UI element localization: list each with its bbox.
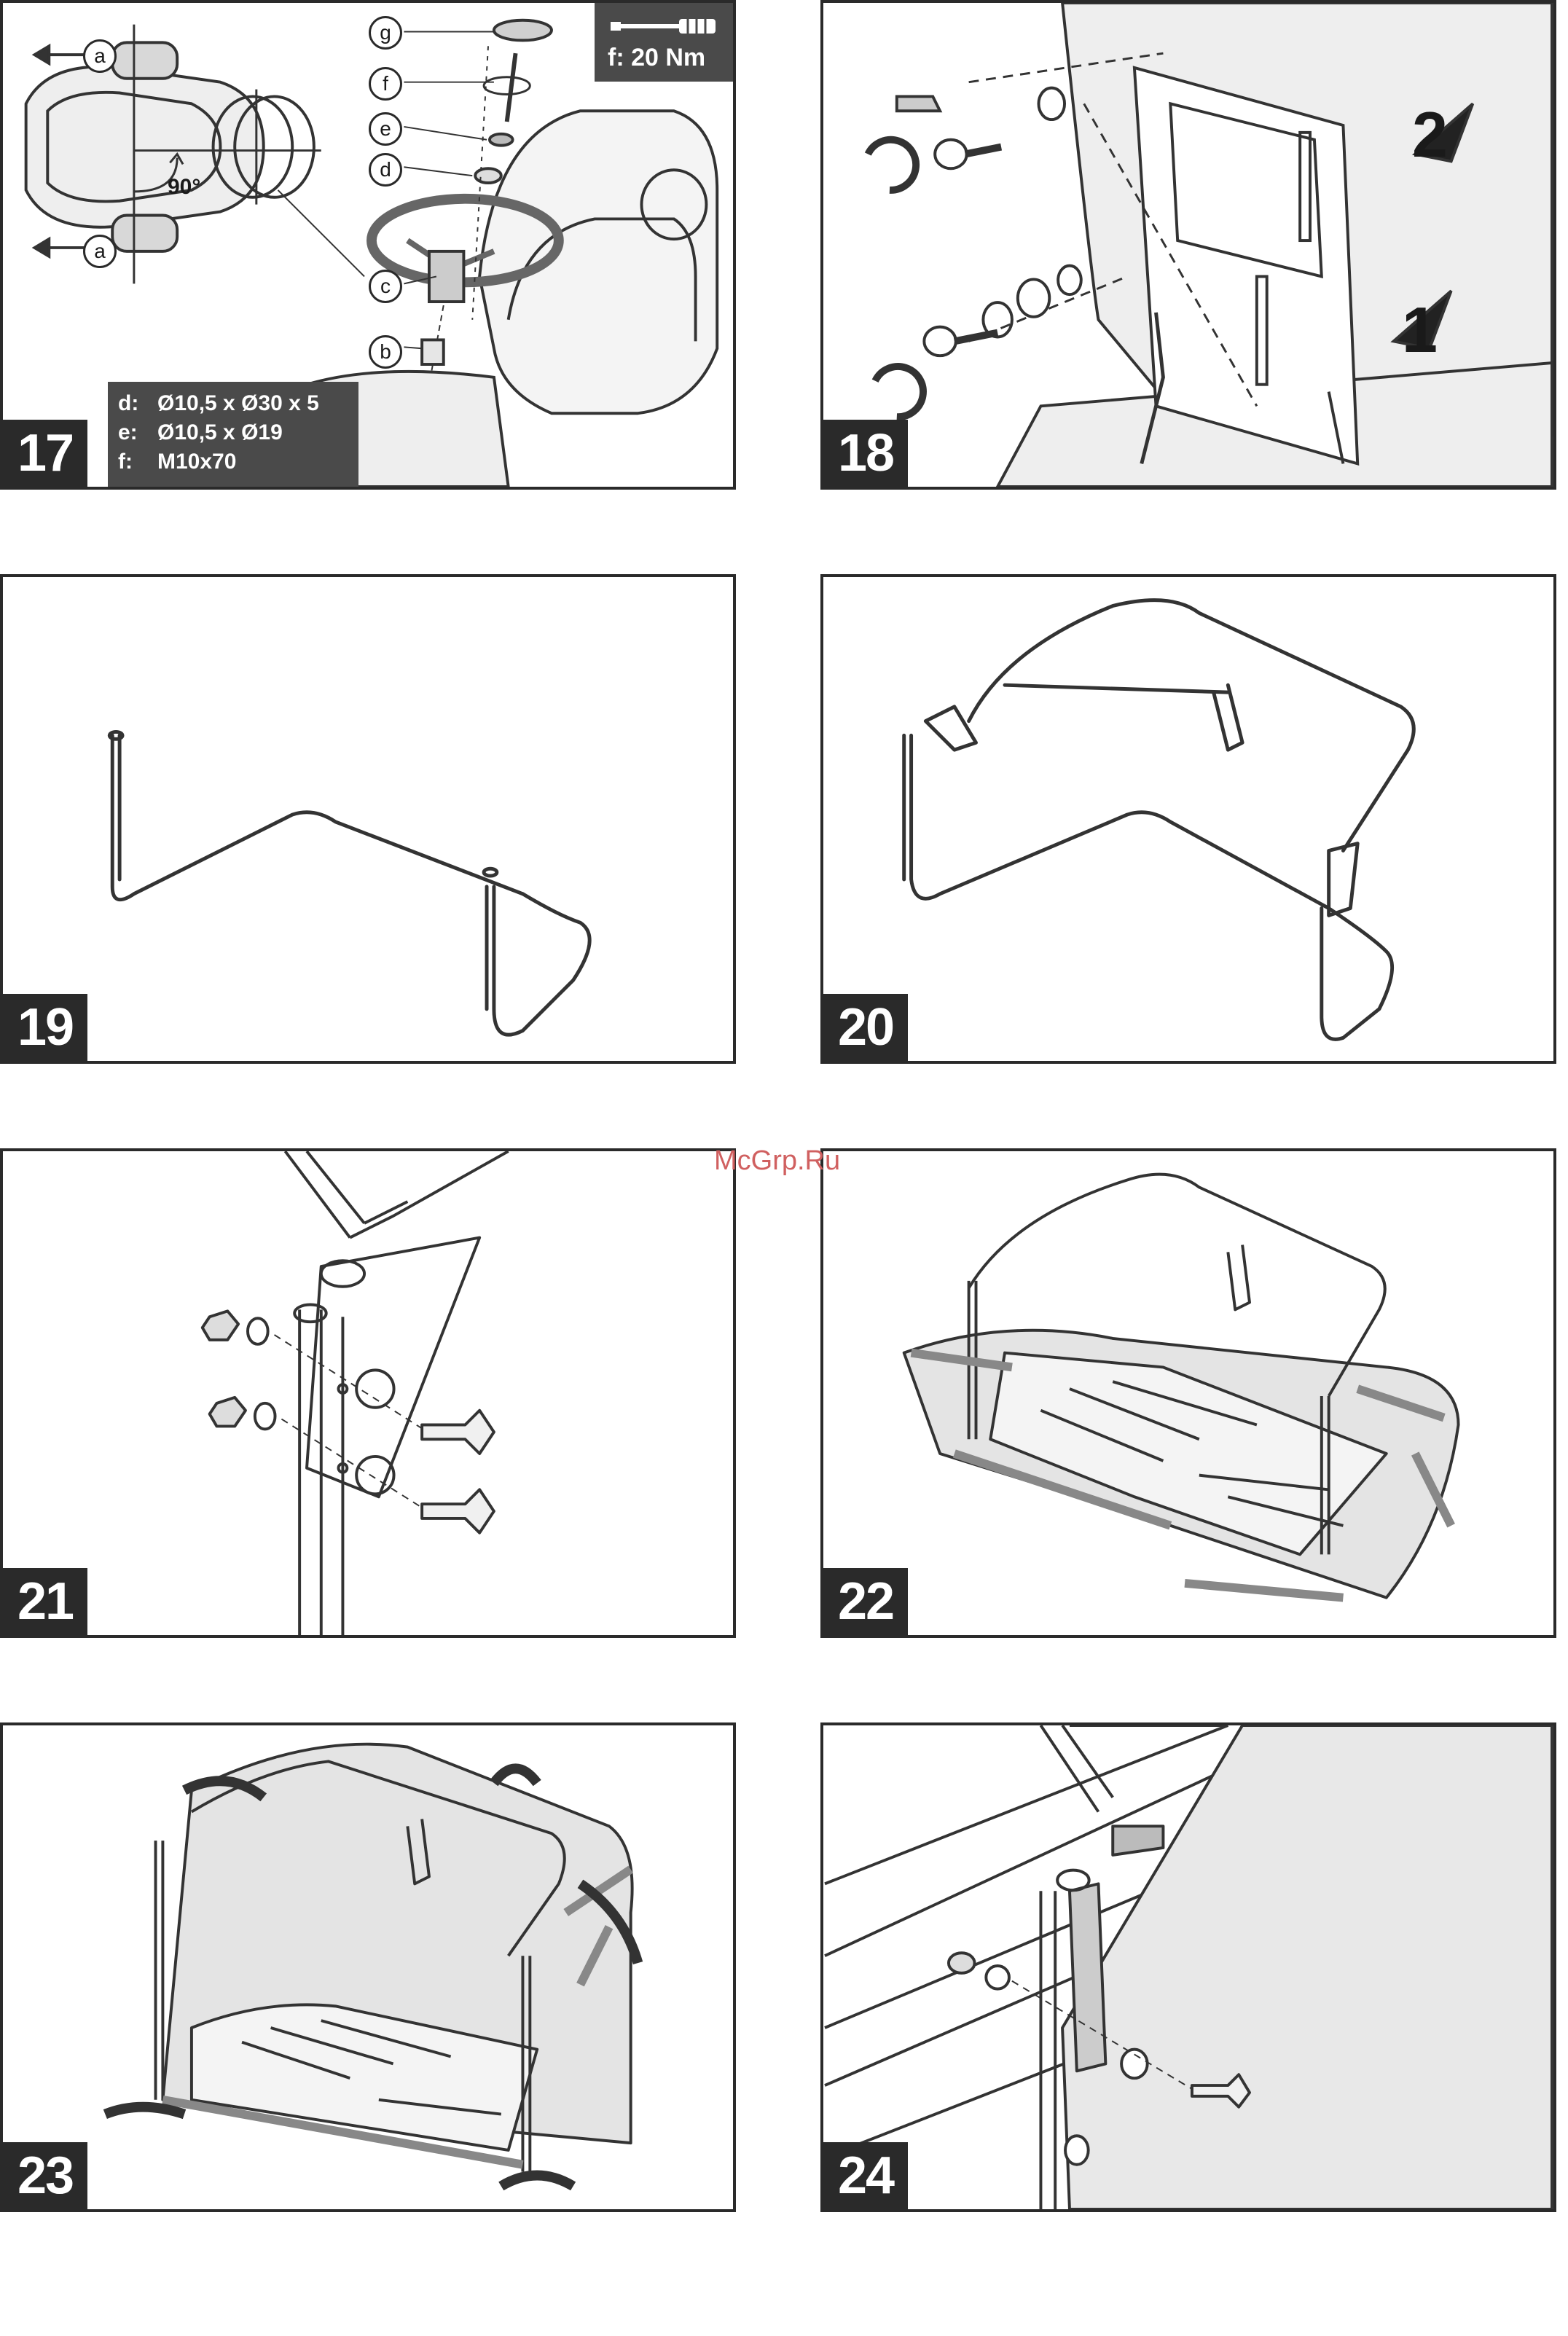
panel-23: 23 — [0, 1722, 736, 2212]
panel-number: 19 — [3, 994, 87, 1061]
bag-bolt-detail-illustration — [823, 1725, 1553, 2209]
callout-a-bottom: a — [83, 235, 117, 268]
callout-g: g — [369, 16, 402, 50]
bag-fitting-illustration — [3, 1725, 733, 2209]
callout-b: b — [369, 335, 402, 369]
torque-wrench-icon — [611, 12, 720, 41]
panel-17: a a g f e d c b 90° f: 20 Nm d:Ø10,5 x Ø… — [0, 0, 736, 490]
spec-box: d:Ø10,5 x Ø30 x 5 e:Ø10,5 x Ø19 f:M10x70 — [108, 382, 358, 487]
frame-bolt-detail-illustration — [3, 1151, 733, 1635]
panel-number: 23 — [3, 2142, 87, 2209]
panel-number: 20 — [823, 994, 908, 1061]
torque-box: f: 20 Nm — [595, 3, 733, 82]
step-2-label: 2 — [1412, 98, 1448, 172]
assembled-frame-illustration — [823, 577, 1553, 1061]
spec-line-d: d:Ø10,5 x Ø30 x 5 — [118, 389, 358, 418]
panel-20: 20 — [820, 574, 1556, 1064]
angle-label: 90° — [168, 175, 200, 200]
frame-tube-illustration — [3, 577, 733, 1061]
watermark: McGrp.Ru — [714, 1145, 840, 1177]
grass-bag-frame-illustration — [823, 1151, 1553, 1635]
panel-24: 24 — [820, 1722, 1556, 2212]
spec-line-e: e:Ø10,5 x Ø19 — [118, 418, 358, 447]
callout-c: c — [369, 270, 402, 303]
bracket-mounting-illustration — [823, 3, 1553, 487]
panel-21: 21 — [0, 1148, 736, 1638]
panel-18: 2 1 18 — [820, 0, 1556, 490]
panel-22: 22 — [820, 1148, 1556, 1638]
step-1-label: 1 — [1402, 293, 1438, 367]
panel-number: 18 — [823, 420, 908, 487]
callout-f: f — [369, 67, 402, 101]
callout-e: e — [369, 112, 402, 146]
panel-number: 21 — [3, 1568, 87, 1635]
panel-19: 19 — [0, 574, 736, 1064]
spec-line-f: f:M10x70 — [118, 447, 358, 477]
panel-number: 24 — [823, 2142, 908, 2209]
callout-d: d — [369, 153, 402, 187]
torque-value: f: 20 Nm — [608, 44, 705, 71]
panel-number: 17 — [3, 420, 87, 487]
callout-a-top: a — [83, 39, 117, 73]
panel-number: 22 — [823, 1568, 908, 1635]
